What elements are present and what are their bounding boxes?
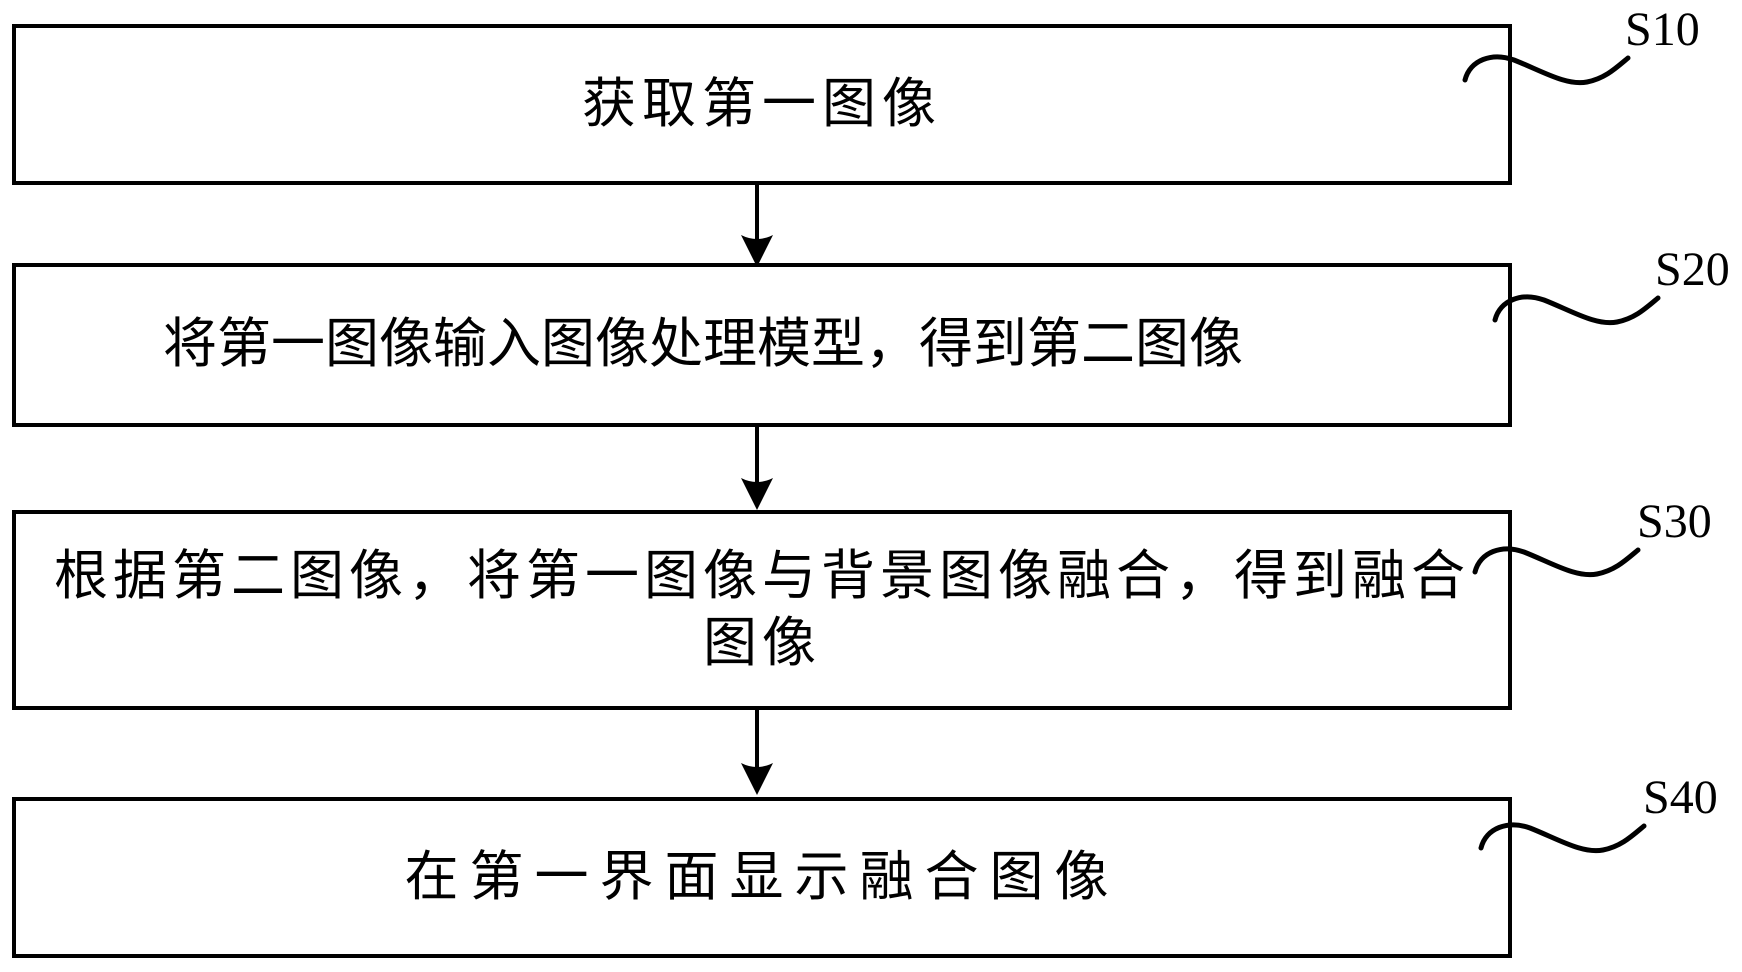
step-box-s10: 获取第一图像 <box>12 24 1512 185</box>
step-text-s30-line2: 图像 <box>703 613 821 673</box>
step-box-s20: 将第一图像输入图像处理模型，得到第二图像 <box>12 263 1512 427</box>
arrow-down-icon <box>741 185 773 267</box>
step-text-s30-line1: 根据第二图像，将第一图像与背景图像融合，得到融合 <box>54 545 1470 606</box>
squiggle-path <box>1472 546 1641 578</box>
arrow-head <box>741 478 773 510</box>
step-label-s20: S20 <box>1655 243 1730 296</box>
squiggle-path <box>1462 54 1631 86</box>
step-label-s30: S30 <box>1637 495 1712 548</box>
step-label-s10: S10 <box>1625 3 1700 56</box>
arrow-head <box>741 763 773 795</box>
squiggle-path <box>1478 822 1647 854</box>
arrow-down-icon <box>741 427 773 510</box>
reference-squiggle-s10 <box>1462 54 1631 86</box>
step-text-s20: 将第一图像输入图像处理模型，得到第二图像 <box>163 314 1243 375</box>
arrow-down-icon <box>741 710 773 795</box>
reference-squiggle-s30 <box>1472 546 1641 578</box>
reference-squiggle-s40 <box>1478 822 1647 854</box>
step-label-s40: S40 <box>1643 771 1718 824</box>
step-text-s10: 获取第一图像 <box>582 73 942 134</box>
step-box-s40: 在第一界面显示融合图像 <box>12 797 1512 958</box>
reference-squiggle-s20 <box>1492 294 1661 326</box>
squiggle-path <box>1492 294 1661 326</box>
step-box-s30: 根据第二图像，将第一图像与背景图像融合，得到融合 图像 <box>12 510 1512 710</box>
arrow-head <box>741 235 773 267</box>
step-text-s40: 在第一界面显示融合图像 <box>404 846 1120 907</box>
